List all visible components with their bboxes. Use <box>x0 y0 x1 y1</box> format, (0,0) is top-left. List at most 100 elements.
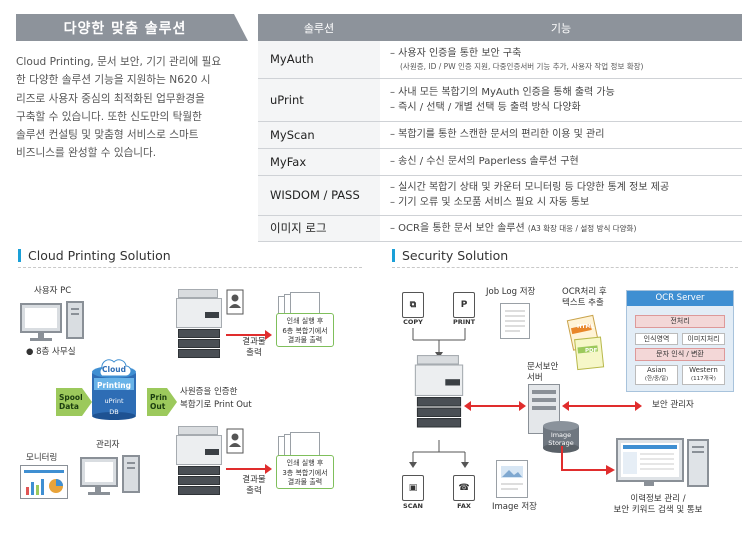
output-arrow <box>226 330 272 340</box>
security-section-title-text: Security Solution <box>402 248 509 263</box>
auth-label-1: 사원증을 인증한 <box>180 387 238 397</box>
table-row: WISDOM / PASS – 실시간 복합기 상태 및 카운터 모니터링 등 … <box>258 175 742 216</box>
solution-name: MyAuth <box>258 41 380 79</box>
cloud-section-title: Cloud Printing Solution <box>18 248 171 263</box>
feature-line: – 기기 오류 및 소모품 서비스 필요 시 자동 통보 <box>390 197 590 208</box>
security-admin-pc-icon <box>616 438 709 487</box>
page-title: 다양한 맞춤 솔루션 <box>16 14 248 41</box>
security-section-title: Security Solution <box>392 248 508 263</box>
joblog-doc-icon <box>500 303 530 339</box>
solution-feature: – 송신 / 수신 문서의 Paperless 솔루션 구현 <box>380 148 742 176</box>
db-label: DB <box>109 408 119 416</box>
image-doc-icon <box>496 460 528 498</box>
admin-pc-monitor-icon <box>80 457 118 487</box>
copy-icon: ⧉ <box>402 292 424 318</box>
output-arrow <box>226 464 272 474</box>
solution-name: uPrint <box>258 78 380 122</box>
storage-to-pc-arrow <box>561 446 615 475</box>
solution-feature: – 사용자 인증을 통한 보안 구축 (사원증, ID / PW 인증 지원, … <box>380 41 742 79</box>
joblog-label: Job Log 저장 <box>486 287 536 297</box>
intro-line: Cloud Printing, 문서 보안, 기기 관리에 필요 <box>16 56 222 68</box>
monitoring-label: 모니터링 <box>26 453 58 463</box>
monitor-stand <box>95 487 101 492</box>
table-header-row: 솔루션 기능 <box>258 14 742 41</box>
intro-text: Cloud Printing, 문서 보안, 기기 관리에 필요 한 다양한 솔… <box>16 53 238 163</box>
feature-line: – 즉시 / 선택 / 개별 선택 등 출력 방식 다양화 <box>390 101 581 113</box>
mfp-printer-icon <box>176 426 222 504</box>
feature-line: – 송신 / 수신 문서의 Paperless 솔루션 구현 <box>390 156 579 167</box>
intro-line: 솔루션 컨설팅 및 맞춤형 서비스로 스마트 <box>16 129 199 142</box>
solution-name: MyFax <box>258 148 380 176</box>
ocr-asian: Asian(한/중/일) <box>635 365 678 385</box>
html-label: HTML <box>577 324 595 330</box>
cloud-section-title-text: Cloud Printing Solution <box>28 248 171 263</box>
server-admin-arrow <box>562 401 642 411</box>
cloud-label: Cloud <box>102 365 126 374</box>
section-marker <box>18 249 21 262</box>
solution-name: 이미지 로그 <box>258 215 380 242</box>
monitoring-screen-icon <box>20 465 68 499</box>
feature-line: – 복합기를 통한 스캔한 문서의 편리한 이용 및 관리 <box>390 129 605 140</box>
col-solution-header: 솔루션 <box>258 14 380 41</box>
solution-feature: – 사내 모든 복합기의 MyAuth 인증을 통해 출력 가능 – 즉시 / … <box>380 78 742 122</box>
table-row: MyFax – 송신 / 수신 문서의 Paperless 솔루션 구현 <box>258 148 742 176</box>
id-card-icon <box>226 289 244 315</box>
ocr-server-title: OCR Server <box>627 291 733 306</box>
intro-line: 구축할 수 있습니다. 또한 신도만의 탁월한 <box>16 110 202 123</box>
table-row: 이미지 로그 – OCR을 통한 문서 보안 솔루션 (A3 확장 대응 / 설… <box>258 215 742 242</box>
image-save-label: Image 저장 <box>492 502 537 512</box>
table-row: MyAuth – 사용자 인증을 통한 보안 구축 (사원증, ID / PW … <box>258 41 742 79</box>
print-label: PRINT <box>452 318 476 326</box>
user-pc-monitor-icon <box>20 303 62 333</box>
fax-label: FAX <box>457 502 471 510</box>
section-divider <box>392 267 738 268</box>
pdf-label: PDF <box>585 348 598 354</box>
intro-line: 비즈니스를 완성할 수 있습니다. <box>16 147 157 160</box>
solution-table: 솔루션 기능 MyAuth – 사용자 인증을 통한 보안 구축 (사원증, I… <box>258 14 742 242</box>
feature-line: – OCR을 통한 문서 보안 솔루션 (A3 확장 대응 / 설정 방식 다양… <box>390 221 742 236</box>
feature-line: – 실시간 복합기 상태 및 카운터 모니터링 등 다양한 통계 정보 제공 <box>390 182 670 193</box>
office-label: ● 8층 사무실 <box>26 347 76 357</box>
feature-small: (A3 확장 대응 / 설정 방식 다양화) <box>527 223 637 233</box>
auth-label-2: 복합기로 Print Out <box>180 400 252 410</box>
fax-icon: ☎ <box>453 475 475 501</box>
section-divider <box>18 267 362 268</box>
spool-data-arrow: Spool Data <box>56 388 92 416</box>
admin-pc-tower-icon <box>122 455 140 493</box>
copy-label: COPY <box>403 318 423 326</box>
solution-feature: – 실시간 복합기 상태 및 카운터 모니터링 등 다양한 통계 정보 제공 –… <box>380 175 742 216</box>
col-feature-header: 기능 <box>380 14 742 41</box>
input-lines <box>412 328 466 358</box>
intro-line: 한 다양한 솔루션 기능을 지원하는 N620 시 <box>16 74 211 87</box>
output-lines <box>409 440 469 468</box>
table-row: uPrint – 사내 모든 복합기의 MyAuth 인증을 통해 출력 가능 … <box>258 78 742 122</box>
intro-line: 리즈로 사용자 중심의 최적화된 업무환경을 <box>16 92 205 105</box>
monitor-stand <box>38 333 44 338</box>
printer-server-arrow <box>464 401 526 411</box>
solution-name: MyScan <box>258 121 380 149</box>
admin-label: 관리자 <box>96 440 120 450</box>
user-pc-label: 사용자 PC <box>34 286 72 296</box>
feature-line: – 사내 모든 복합기의 MyAuth 인증을 통해 출력 가능 <box>390 86 615 98</box>
history-label: 이력정보 관리 /보안 키워드 검색 및 통보 <box>613 494 703 515</box>
scan-label: SCAN <box>403 502 423 510</box>
scan-icon: ▣ <box>402 475 424 501</box>
printing-label: Printing <box>97 381 131 390</box>
table-row: MyScan – 복합기를 통한 스캔한 문서의 편리한 이용 및 관리 <box>258 121 742 149</box>
mfp-printer-icon <box>176 289 222 367</box>
solution-feature: – 복합기를 통한 스캔한 문서의 편리한 이용 및 관리 <box>380 121 742 149</box>
ocr-server-box: OCR Server 전처리 인식영역 이미지처리 문자 인식 / 변환 Asi… <box>626 290 734 392</box>
solution-name: WISDOM / PASS <box>258 175 380 216</box>
user-pc-tower-icon <box>66 301 84 339</box>
security-admin-label: 보안 관리자 <box>652 400 694 410</box>
print-out-arrow: Print Out <box>147 388 177 416</box>
uprint-label: uPrint <box>104 397 124 405</box>
ocr-preprocess: 전처리 <box>635 315 725 328</box>
